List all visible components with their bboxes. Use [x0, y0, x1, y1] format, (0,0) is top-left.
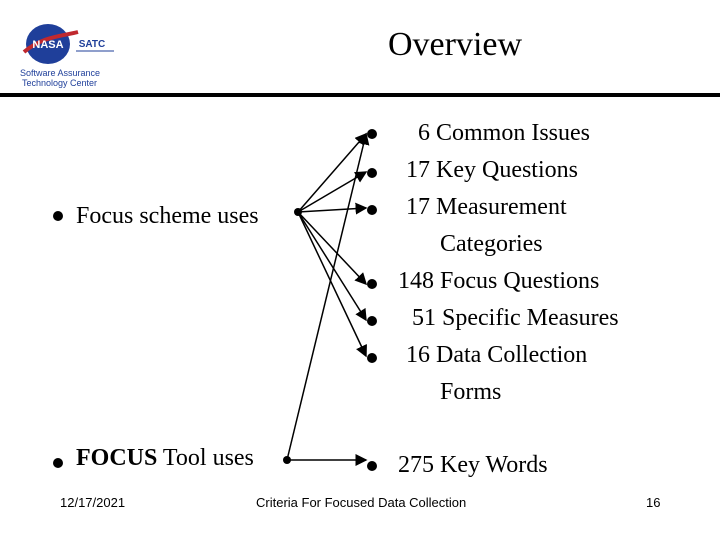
page-number: 16 — [646, 495, 661, 510]
arrow-to-measurement-categories — [297, 202, 368, 215]
item-specific-measures: 51 Specific Measures — [412, 305, 619, 331]
bullet-icon — [367, 168, 377, 178]
logo-subtitle-line1: Software Assurance — [20, 68, 100, 78]
bullet-icon — [367, 129, 377, 139]
item-measurement: 17 Measurement — [406, 194, 567, 220]
arrow-to-data-collection-forms — [297, 211, 367, 358]
footer-title: Criteria For Focused Data Collection — [256, 495, 467, 510]
bullet-icon — [367, 205, 377, 215]
item-data-collection-line2: Forms — [440, 379, 502, 405]
bullet-icon — [367, 279, 377, 289]
logo-nasa-text: NASA — [32, 39, 63, 51]
title-rule — [0, 93, 720, 97]
item-focus-questions: 148 Focus Questions — [398, 268, 600, 294]
bullet-icon — [367, 353, 377, 363]
arrow-tool-to-common-issues — [286, 132, 370, 461]
arrow-to-specific-measures — [297, 211, 367, 322]
nasa-swoosh — [22, 30, 79, 54]
bullet-icon — [53, 458, 63, 468]
bullet-icon — [367, 316, 377, 326]
item-measurement-line2: Categories — [440, 231, 543, 257]
arrow-to-focus-questions — [297, 211, 368, 286]
item-key-words: 275 Key Words — [398, 452, 548, 478]
bullet-icon — [53, 211, 63, 221]
item-key-questions: 17 Key Questions — [406, 157, 578, 183]
logo-subtitle-line2: Technology Center — [22, 78, 97, 88]
item-data-collection: 16 Data Collection — [406, 342, 588, 368]
slide-title: Overview — [388, 26, 523, 63]
logo-satc-text: SATC — [79, 39, 105, 50]
focus-scheme-label: Focus scheme uses — [76, 203, 259, 229]
item-common-issues: 6 Common Issues — [418, 120, 591, 146]
footer-date: 12/17/2021 — [60, 495, 126, 510]
focus-tool-label: FOCUS Tool uses — [76, 445, 254, 471]
arrow-to-common-issues — [297, 132, 367, 213]
nasa-satc-logo: NASA SATC Software Assurance Technology … — [20, 24, 114, 88]
bullet-icon — [367, 461, 377, 471]
